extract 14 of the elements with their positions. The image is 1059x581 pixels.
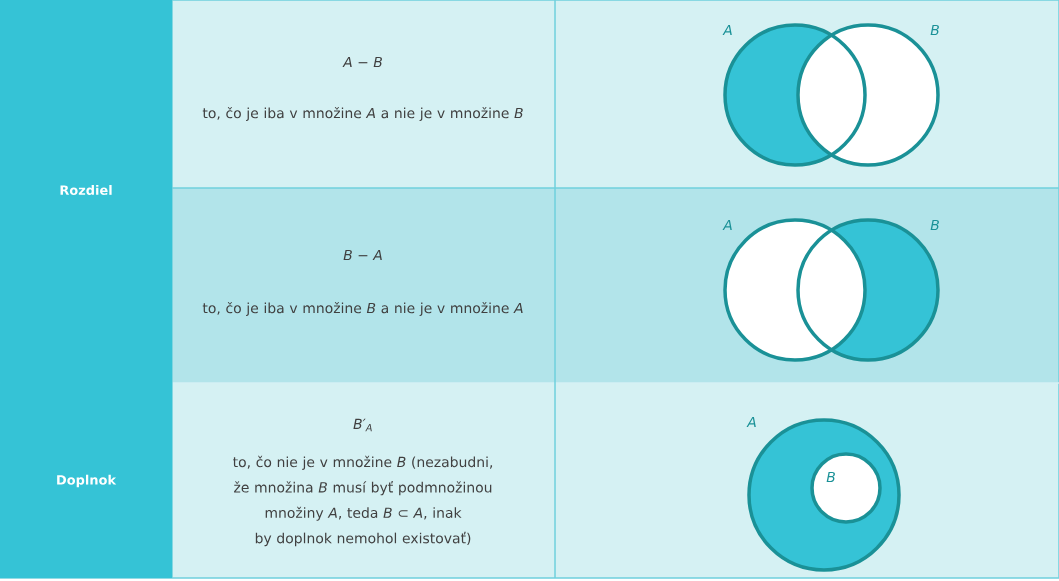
set-label: A xyxy=(746,416,756,428)
set-expression: B − A xyxy=(343,249,382,261)
description-text: to, čo je iba v množine B a nie je v množine A xyxy=(202,301,523,317)
description-text: to, čo nie je v množine B (nezabudni, že množina B musí byť podmnožinou množiny A, teda B ⊂ A, inak by doplnok nemohol existovať) xyxy=(233,455,493,547)
set-expression: B′$_{A}$ xyxy=(353,418,372,432)
row-header-cell: Doplnok xyxy=(0,383,172,578)
description-text: to, čo je iba v množine A a nie je v množine B xyxy=(202,106,523,122)
set-label: A xyxy=(722,24,732,36)
set-label: A xyxy=(722,219,732,231)
set-label: B xyxy=(930,24,939,36)
set-label: B xyxy=(930,219,939,231)
set-label: B xyxy=(826,471,835,483)
set-expression: A − B xyxy=(342,56,382,68)
row-header-cell: Rozdiel xyxy=(0,0,172,383)
